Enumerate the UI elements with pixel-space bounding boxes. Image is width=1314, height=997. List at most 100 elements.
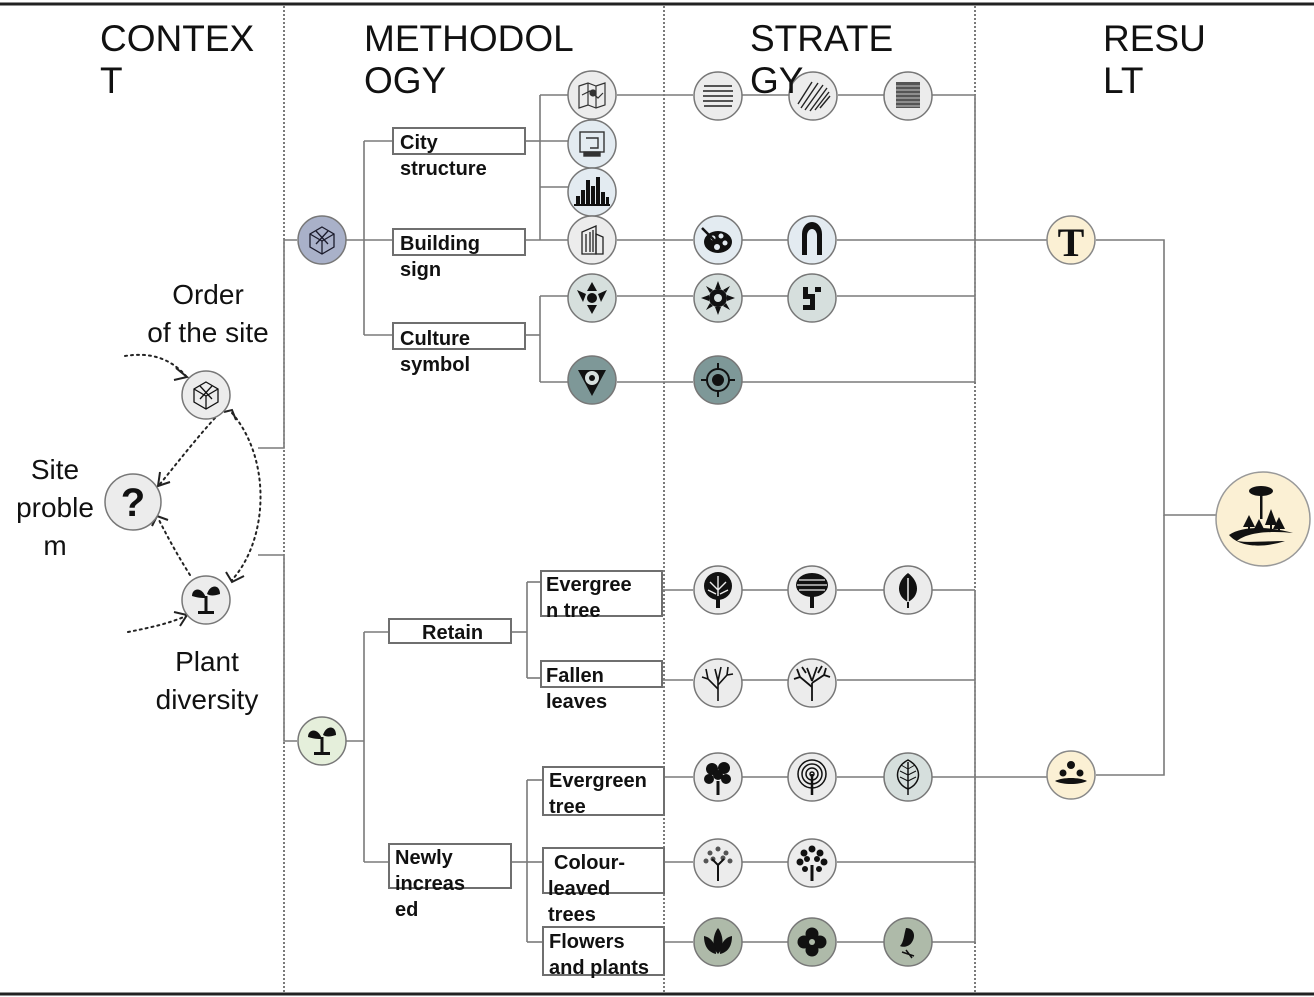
round-tree-icon xyxy=(787,752,837,802)
letter-t: T xyxy=(1058,220,1085,265)
label-line: symbol xyxy=(400,354,471,376)
evergreen-retain-box xyxy=(540,570,663,617)
newly-increased-label: Newly increas ed xyxy=(395,845,465,923)
seedling-icon xyxy=(181,575,231,625)
question-icon: ? xyxy=(104,473,162,531)
leaf-icon xyxy=(883,752,933,802)
hatch-texture-icon xyxy=(788,71,838,121)
label-line: sign xyxy=(400,259,442,281)
label-line: m xyxy=(43,530,67,561)
bare-tree-icon xyxy=(693,658,743,708)
building-sign-box xyxy=(392,228,526,256)
star-symbol-icon xyxy=(567,273,617,323)
label-line: Evergreen xyxy=(549,770,647,792)
label-line: Colour- xyxy=(554,852,626,874)
flowers-plants-box xyxy=(542,926,665,976)
colour-leaved-label: Colour- leaved trees xyxy=(548,850,625,928)
arch-door-icon xyxy=(787,215,837,265)
title-line: METHODOL xyxy=(364,18,574,59)
plant-diversity-label: Plant diversity xyxy=(130,643,284,719)
city-structure-label: City structure xyxy=(400,130,487,182)
label-line: proble xyxy=(16,492,94,523)
title-line: STRATE xyxy=(750,18,894,59)
label-line: increas xyxy=(395,873,466,895)
label-line: Site xyxy=(30,454,80,485)
seedling-icon xyxy=(297,716,347,766)
tree-icon xyxy=(693,565,743,615)
fallen-leaves-label: Fallen leaves xyxy=(546,663,607,715)
cube-icon xyxy=(181,370,231,420)
label-line: Culture xyxy=(400,328,470,350)
evergreen-retain-label: Evergree n tree xyxy=(546,572,632,624)
floor-plan-icon xyxy=(567,119,617,169)
label-line: Plant xyxy=(175,646,239,677)
tree-icon xyxy=(693,838,743,888)
column-title-context: CONTEX T xyxy=(100,18,254,102)
round-tree-icon xyxy=(787,838,837,888)
colour-leaved-box xyxy=(542,847,665,894)
label-line: Evergree xyxy=(546,574,632,596)
label-line: of the site xyxy=(147,317,269,348)
flower-icon xyxy=(787,917,837,967)
label-line: and plants xyxy=(549,957,650,979)
flowers-plants-label: Flowers and plants xyxy=(549,929,649,981)
label-line: leaves xyxy=(546,691,608,713)
label-line: Flowers xyxy=(549,931,625,953)
landscape-icon xyxy=(1215,471,1311,567)
title-line: T xyxy=(100,60,123,101)
flower-icon xyxy=(693,917,743,967)
label-line: Retain xyxy=(422,622,484,644)
culture-symbol-box xyxy=(392,322,526,350)
map-icon xyxy=(567,70,617,120)
round-tree-icon xyxy=(693,752,743,802)
bare-tree-icon xyxy=(787,658,837,708)
column-title-methodology: METHODOL OGY xyxy=(364,18,574,102)
label-line: Building xyxy=(400,233,480,255)
column-title-strategy: STRATE GY xyxy=(750,18,893,102)
label-line: ed xyxy=(395,899,419,921)
letter-t-icon: T xyxy=(1046,215,1096,265)
label-line: tree xyxy=(549,796,586,818)
label-line: Order xyxy=(172,279,244,310)
skyline-icon xyxy=(567,167,617,217)
label-line: leaved xyxy=(548,878,611,900)
title-line: GY xyxy=(750,60,804,101)
title-line: CONTEX xyxy=(100,18,255,59)
title-line: LT xyxy=(1103,60,1144,101)
tree-icon xyxy=(787,565,837,615)
newly-increased-box xyxy=(388,843,512,889)
evergreen-new-box xyxy=(542,766,665,816)
cube-icon xyxy=(297,215,347,265)
order-of-site-label: Order of the site xyxy=(128,276,288,352)
culture-symbol-label: Culture symbol xyxy=(400,326,470,378)
landscape-icon xyxy=(1046,750,1096,800)
city-structure-box xyxy=(392,127,526,155)
title-line: OGY xyxy=(364,60,447,101)
palette-icon xyxy=(693,215,743,265)
label-line: Fallen xyxy=(546,665,604,687)
lines-texture-icon xyxy=(693,71,743,121)
bird-icon xyxy=(883,917,933,967)
title-line: RESU xyxy=(1103,18,1206,59)
label-line: Newly xyxy=(395,847,453,869)
label-line: trees xyxy=(548,904,596,926)
building-sign-label: Building sign xyxy=(400,231,480,283)
label-line: n tree xyxy=(546,600,601,622)
evergreen-new-label: Evergreen tree xyxy=(549,768,647,820)
question-mark: ? xyxy=(121,481,145,525)
fallen-leaves-box xyxy=(540,660,663,688)
grid-texture-icon xyxy=(883,71,933,121)
building-icon xyxy=(567,215,617,265)
sun-ornament-icon xyxy=(693,273,743,323)
target-ornament-icon xyxy=(693,355,743,405)
shield-symbol-icon xyxy=(567,355,617,405)
column-title-result: RESU LT xyxy=(1103,18,1206,102)
label-line: diversity xyxy=(155,684,259,715)
retain-label: Retain xyxy=(422,620,483,646)
label-line: City xyxy=(400,132,438,154)
retain-box xyxy=(388,618,512,644)
pattern-glyph-icon xyxy=(787,273,837,323)
label-line: structure xyxy=(400,158,487,180)
